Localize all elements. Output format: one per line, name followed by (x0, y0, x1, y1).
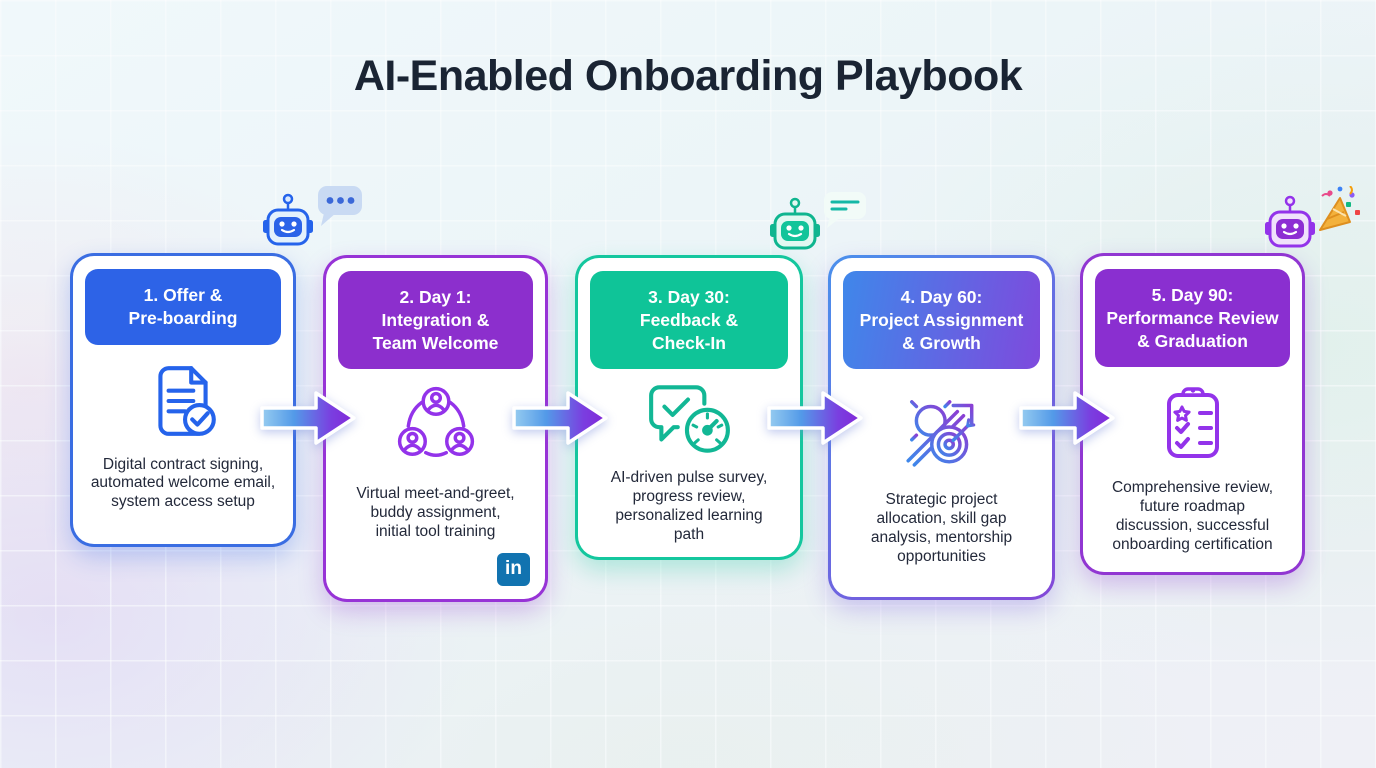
flow-arrow-1 (260, 391, 356, 445)
step-1-description: Digital contract signing, automated welc… (90, 455, 276, 511)
team-network-icon (395, 385, 477, 463)
certification-clipboard-icon (1155, 382, 1231, 462)
step-4-description: Strategic project allocation, skill gap … (870, 491, 1013, 565)
step-2-header: 2. Day 1: Integration & Team Welcome (338, 271, 533, 370)
page-title: AI-Enabled Onboarding Playbook (353, 52, 1023, 100)
celebration-robot-purple-icon (1265, 186, 1360, 248)
step-card-4: 4. Day 60: Project Assignment & Growth S… (828, 255, 1055, 600)
step-card-3: 3. Day 30: Feedback & Check-In AI-driven… (575, 255, 803, 560)
step-4-header: 4. Day 60: Project Assignment & Growth (843, 271, 1040, 370)
step-card-2: 2. Day 1: Integration & Team Welcome Vir… (323, 255, 548, 602)
step-3-header: 3. Day 30: Feedback & Check-In (590, 271, 788, 370)
chat-robot-blue-icon (263, 186, 362, 246)
document-check-icon (144, 362, 222, 440)
step-card-1: 1. Offer & Pre-boarding Digital contract… (70, 253, 296, 547)
chat-robot-teal-icon (770, 192, 866, 250)
growth-target-icon (900, 387, 984, 469)
step-3-description: AI-driven pulse survey, progress review,… (610, 469, 768, 543)
step-5-description: Comprehensive review, future roadmap dis… (1111, 479, 1274, 553)
step-2-description: Virtual meet-and-greet, buddy assignment… (356, 485, 515, 541)
flow-arrow-4 (1019, 391, 1115, 445)
step-1-header: 1. Offer & Pre-boarding (85, 269, 281, 345)
flow-arrow-3 (767, 391, 863, 445)
flow-arrow-2 (512, 391, 608, 445)
step-5-header: 5. Day 90: Performance Review & Graduati… (1095, 269, 1290, 368)
step-card-5: 5. Day 90: Performance Review & Graduati… (1080, 253, 1305, 575)
linkedin-icon[interactable]: in (497, 553, 530, 586)
feedback-gauge-icon (645, 382, 733, 456)
